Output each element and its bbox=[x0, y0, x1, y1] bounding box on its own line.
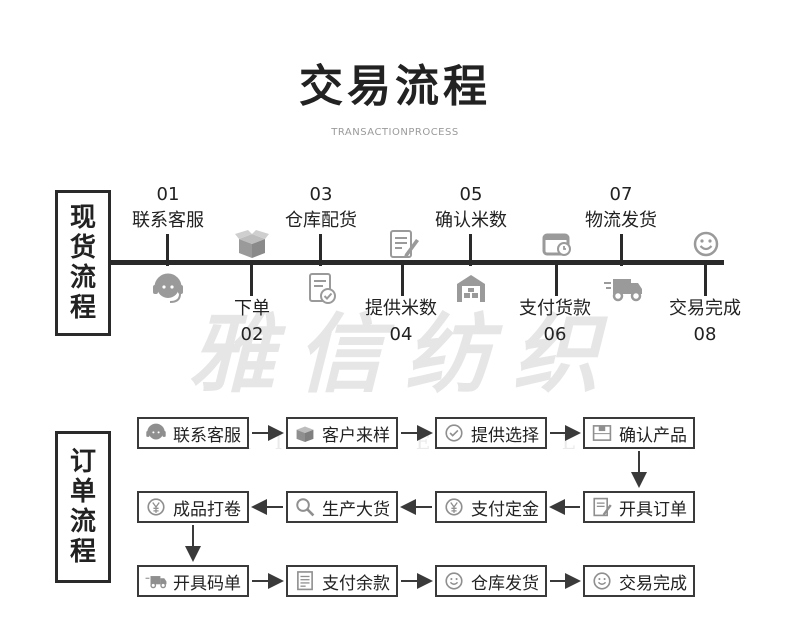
order-step-mass-production: 生产大货 bbox=[286, 491, 398, 523]
order-flow-label: 订 单 流 程 bbox=[55, 431, 111, 583]
order-step-label: 客户来样 bbox=[322, 425, 390, 446]
timeline-tick bbox=[319, 234, 322, 266]
timeline-tick bbox=[250, 264, 253, 296]
spot-step-08: 交易完成 08 bbox=[650, 296, 760, 348]
open-box-icon bbox=[294, 422, 316, 444]
order-step-label: 联系客服 bbox=[173, 425, 241, 446]
order-step-label: 确认产品 bbox=[619, 425, 687, 446]
order-step-confirm-product: 确认产品 bbox=[583, 417, 695, 449]
order-step-label: 开具码单 bbox=[173, 573, 241, 594]
spot-flow-label: 现 货 流 程 bbox=[55, 190, 111, 336]
order-step-label: 成品打卷 bbox=[173, 499, 241, 520]
order-step-label: 支付定金 bbox=[471, 499, 539, 520]
spot-label-char: 货 bbox=[69, 233, 96, 263]
product-box-icon bbox=[591, 422, 613, 444]
order-label-char: 流 bbox=[69, 507, 96, 537]
watermark-text: 雅信纺织 bbox=[189, 304, 621, 405]
order-step-finished-rolling: 成品打卷 bbox=[137, 491, 249, 523]
list-doc-icon bbox=[294, 570, 316, 592]
step-label: 联系客服 bbox=[132, 210, 204, 231]
step-label: 物流发货 bbox=[585, 210, 657, 231]
wallet-icon bbox=[537, 224, 577, 264]
yen-circle-icon bbox=[145, 496, 167, 518]
step-label: 仓库配货 bbox=[285, 210, 357, 231]
smiley-icon bbox=[686, 224, 726, 264]
timeline-tick bbox=[704, 264, 707, 296]
order-step-contact-service: 联系客服 bbox=[137, 417, 249, 449]
order-label-char: 程 bbox=[69, 537, 96, 567]
step-number: 03 bbox=[309, 184, 333, 205]
step-label: 交易完成 bbox=[669, 298, 741, 319]
spot-step-06: 支付货款 06 bbox=[500, 296, 610, 348]
notepad-pen-icon bbox=[383, 224, 423, 264]
magnifier-icon bbox=[294, 496, 316, 518]
order-step-issue-order: 开具订单 bbox=[583, 491, 695, 523]
step-number: 08 bbox=[693, 324, 717, 345]
order-step-label: 提供选择 bbox=[471, 425, 539, 446]
smiley-icon bbox=[591, 570, 613, 592]
order-step-issue-packing-list: 开具码单 bbox=[137, 565, 249, 597]
spot-step-02: 下单 02 bbox=[202, 296, 302, 348]
timeline-tick bbox=[620, 234, 623, 266]
order-step-provide-choice: 提供选择 bbox=[435, 417, 547, 449]
spot-label-char: 程 bbox=[69, 293, 96, 323]
timeline-tick bbox=[555, 264, 558, 296]
doc-pen-icon bbox=[591, 496, 613, 518]
timeline-tick bbox=[469, 234, 472, 266]
yen-circle-icon bbox=[443, 496, 465, 518]
spot-step-01: 01 联系客服 bbox=[118, 182, 218, 234]
order-step-warehouse-ship: 仓库发货 bbox=[435, 565, 547, 597]
step-number: 02 bbox=[240, 324, 264, 345]
open-box-icon bbox=[232, 224, 272, 264]
step-number: 05 bbox=[459, 184, 483, 205]
order-step-label: 支付余款 bbox=[322, 573, 390, 594]
headset-icon bbox=[145, 422, 167, 444]
order-label-char: 订 bbox=[69, 447, 96, 477]
order-step-deal-complete: 交易完成 bbox=[583, 565, 695, 597]
timeline-tick bbox=[401, 264, 404, 296]
step-number: 07 bbox=[609, 184, 633, 205]
truck-icon bbox=[145, 570, 167, 592]
order-label-char: 单 bbox=[69, 477, 96, 507]
step-number: 01 bbox=[156, 184, 180, 205]
spot-step-04: 提供米数 04 bbox=[346, 296, 456, 348]
spot-label-char: 流 bbox=[69, 263, 96, 293]
truck-icon bbox=[601, 268, 645, 308]
page-subtitle: TRANSACTIONPROCESS bbox=[331, 127, 459, 138]
order-step-label: 交易完成 bbox=[619, 573, 687, 594]
checklist-doc-icon bbox=[301, 268, 341, 308]
spot-step-03: 03 仓库配货 bbox=[266, 182, 376, 234]
order-step-label: 生产大货 bbox=[322, 499, 390, 520]
warehouse-icon bbox=[451, 268, 491, 308]
spot-step-07: 07 物流发货 bbox=[566, 182, 676, 234]
order-step-pay-deposit: 支付定金 bbox=[435, 491, 547, 523]
step-label: 支付货款 bbox=[519, 298, 591, 319]
step-label: 提供米数 bbox=[365, 298, 437, 319]
timeline-tick bbox=[166, 234, 169, 266]
step-label: 确认米数 bbox=[435, 210, 507, 231]
headset-icon bbox=[148, 268, 188, 308]
order-step-label: 开具订单 bbox=[619, 499, 687, 520]
page-title: 交易流程 bbox=[299, 61, 491, 112]
step-number: 04 bbox=[389, 324, 413, 345]
check-circle-icon bbox=[443, 422, 465, 444]
step-label: 下单 bbox=[234, 298, 270, 319]
order-step-pay-balance: 支付余款 bbox=[286, 565, 398, 597]
timeline-line bbox=[110, 260, 724, 265]
order-step-customer-sample: 客户来样 bbox=[286, 417, 398, 449]
spot-step-05: 05 确认米数 bbox=[416, 182, 526, 234]
spot-label-char: 现 bbox=[69, 203, 96, 233]
order-step-label: 仓库发货 bbox=[471, 573, 539, 594]
smiley-icon bbox=[443, 570, 465, 592]
step-number: 06 bbox=[543, 324, 567, 345]
